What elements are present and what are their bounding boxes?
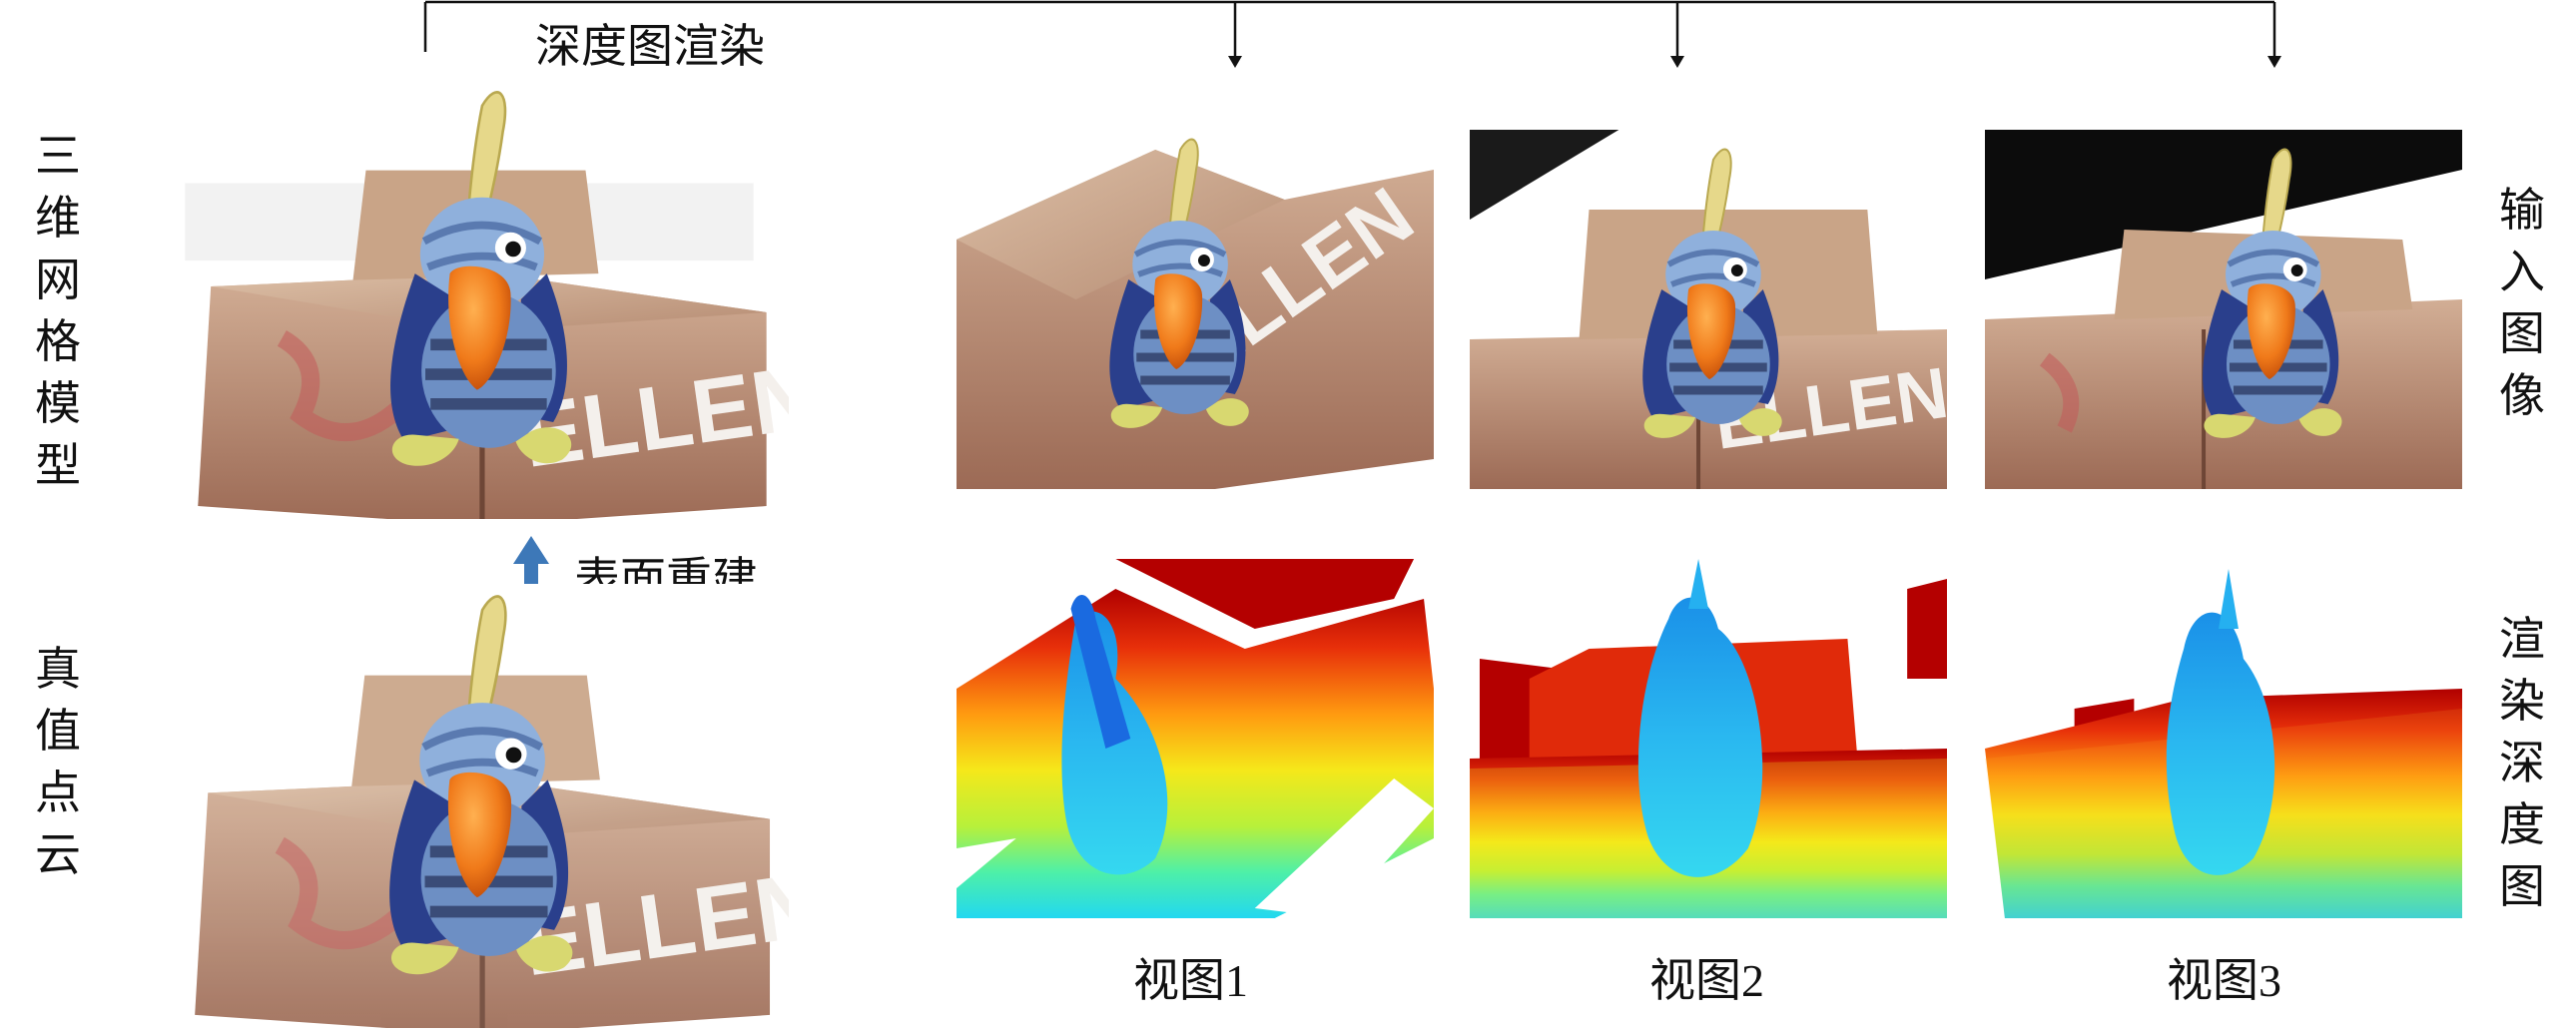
right-label-input-char: 输 [2499, 185, 2545, 236]
left-label-pc-char: 真 [35, 644, 81, 695]
left-label-mesh-char: 维 [35, 193, 81, 244]
left-label-pc-char: 云 [35, 829, 81, 880]
input-image-view3 [1985, 130, 2462, 489]
left-label-pointcloud: 真 值 点 云 [28, 639, 88, 886]
right-label-input-char: 像 [2499, 370, 2545, 421]
right-label-depth-char: 深 [2499, 738, 2545, 788]
right-label-depth: 渲 染 深 度 图 [2492, 609, 2552, 918]
right-label-depth-char: 度 [2499, 799, 2545, 850]
left-label-mesh-char: 型 [35, 440, 81, 491]
right-label-input: 输 入 图 像 [2492, 180, 2552, 427]
depth-map-view1 [957, 559, 1434, 918]
arrowhead-view1 [1228, 56, 1242, 68]
left-label-pc-char: 点 [35, 768, 81, 818]
arrowhead-view3 [2267, 56, 2281, 68]
left-label-pc-char: 值 [35, 706, 81, 757]
view-caption-1: 视图1 [1133, 955, 1248, 1006]
reconstruction-arrow-icon [513, 536, 549, 624]
top-label-depth-render: 深度图渲染 [535, 21, 765, 72]
mesh-model-image [150, 80, 789, 519]
view-caption-3: 视图3 [2167, 955, 2281, 1006]
left-label-mesh: 三 维 网 格 模 型 [28, 126, 88, 497]
pointcloud-image [150, 584, 789, 1028]
input-image-view2: ELLEN [1470, 130, 1947, 489]
right-label-depth-char: 图 [2499, 861, 2545, 912]
right-label-depth-char: 渲 [2499, 614, 2545, 665]
view-caption-2: 视图2 [1649, 955, 1764, 1006]
left-label-mesh-char: 模 [35, 378, 81, 429]
input-image-view1: ELLEN [957, 130, 1434, 489]
left-label-mesh-char: 三 [35, 131, 81, 182]
right-label-input-char: 入 [2499, 247, 2545, 297]
arrowhead-view2 [1670, 56, 1684, 68]
render-bracket [423, 0, 2281, 68]
right-label-input-char: 图 [2499, 308, 2545, 359]
left-label-mesh-char: 网 [35, 255, 81, 305]
left-label-mesh-char: 格 [35, 316, 81, 367]
depth-map-view3 [1985, 559, 2462, 918]
depth-map-view2 [1470, 559, 1947, 918]
right-label-depth-char: 染 [2499, 676, 2545, 727]
